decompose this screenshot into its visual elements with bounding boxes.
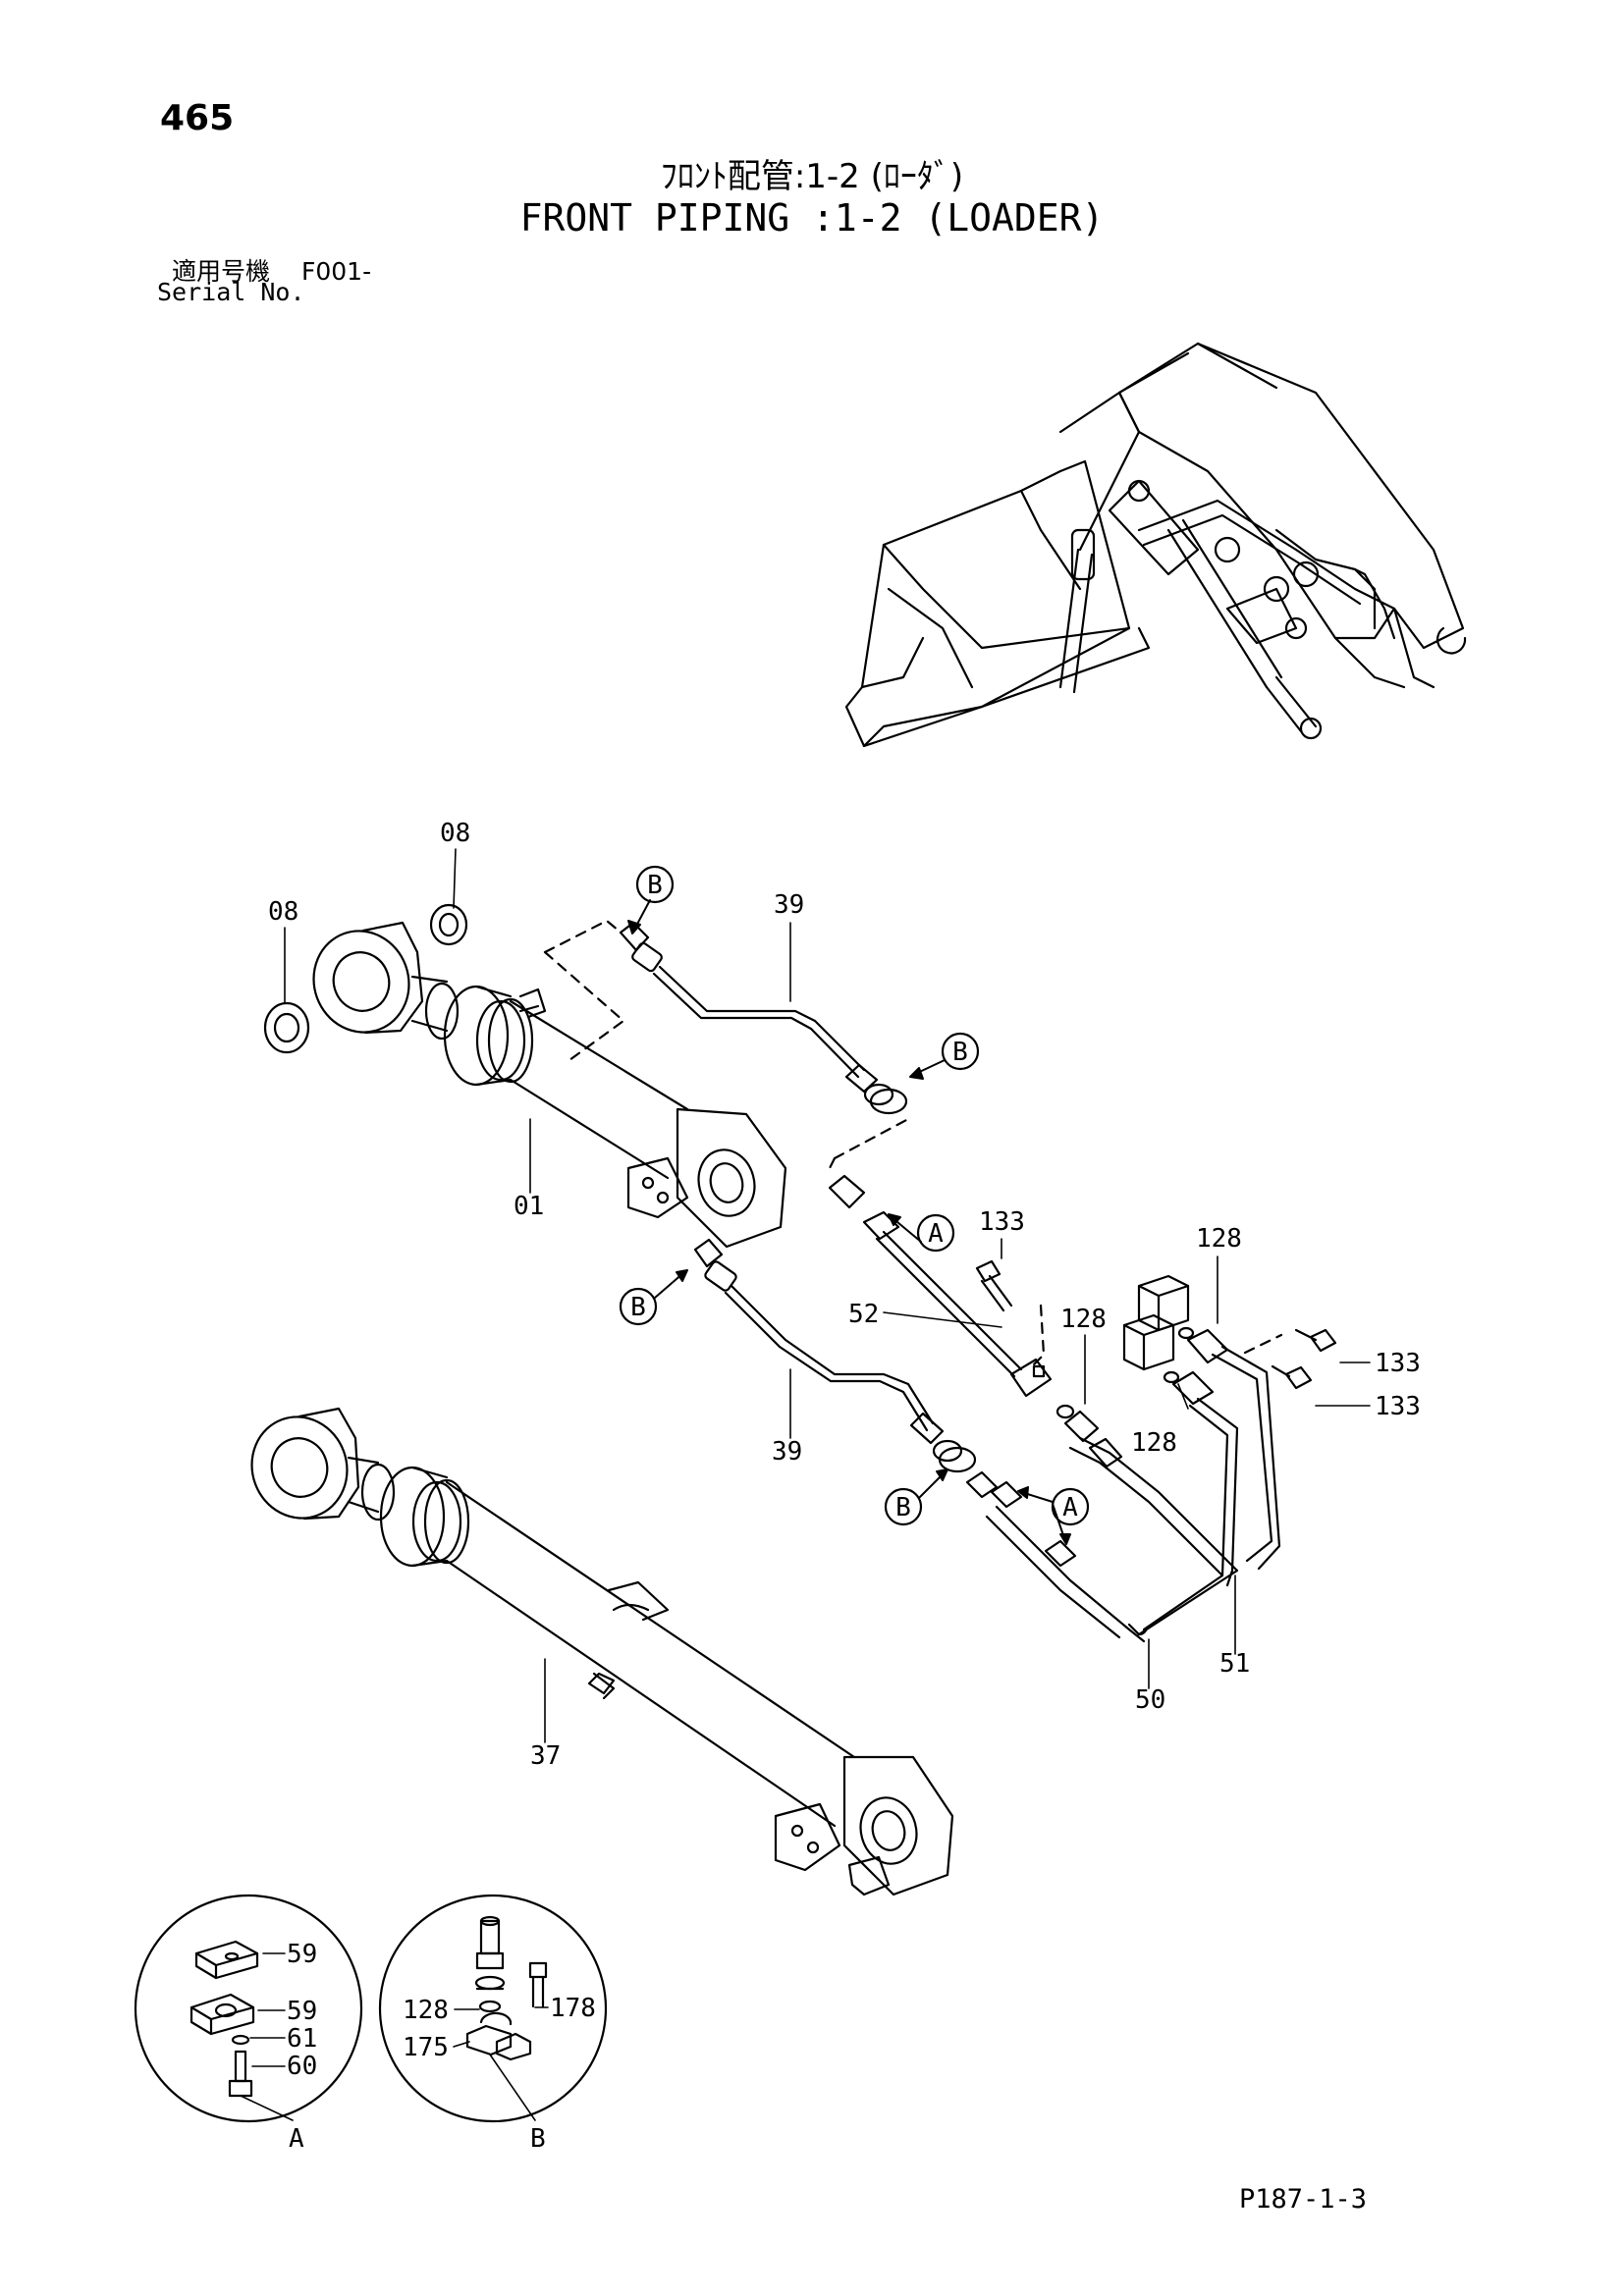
drawing-code: P187-1-3 bbox=[1239, 2184, 1368, 2215]
callout-leader-lines bbox=[240, 848, 1371, 2121]
marker-arrows bbox=[627, 899, 1071, 1545]
marker-a-2: A bbox=[1062, 1493, 1078, 1522]
callout-128-lower: 128 bbox=[1131, 1428, 1177, 1458]
detail-a-illustration bbox=[134, 1894, 363, 2123]
callout-133-right-upper: 133 bbox=[1375, 1349, 1421, 1378]
callout-175: 175 bbox=[403, 2033, 449, 2062]
loader-overview-illustration bbox=[844, 342, 1467, 748]
callout-52: 52 bbox=[848, 1300, 879, 1329]
callout-51: 51 bbox=[1219, 1649, 1250, 1679]
callout-61: 61 bbox=[287, 2024, 317, 2054]
callout-39-upper: 39 bbox=[774, 890, 804, 920]
callout-39-lower: 39 bbox=[772, 1437, 802, 1467]
seal-08-illustration bbox=[263, 903, 468, 1054]
pipe-39-upper-illustration bbox=[619, 921, 908, 1115]
callout-133-right-lower: 133 bbox=[1375, 1392, 1421, 1421]
marker-b-3: B bbox=[630, 1293, 646, 1322]
marker-a-1: A bbox=[928, 1219, 944, 1249]
pipe-52-illustration bbox=[828, 1174, 1053, 1398]
cylinder-01-illustration bbox=[312, 921, 787, 1249]
page-number: 465 bbox=[160, 98, 235, 138]
callout-08-left: 08 bbox=[268, 897, 298, 927]
detail-a-label: A bbox=[289, 2124, 304, 2154]
marker-b-1: B bbox=[647, 871, 663, 900]
serial-label-jp: 適用号機 bbox=[172, 257, 271, 286]
detail-b-label: B bbox=[530, 2124, 546, 2154]
callout-133-upper: 133 bbox=[979, 1207, 1025, 1237]
cylinder-37-illustration bbox=[250, 1407, 954, 1896]
callout-59-top: 59 bbox=[287, 1940, 317, 1969]
pipe-50-51-illustration bbox=[965, 1328, 1281, 1643]
pipe-39-lower-illustration bbox=[693, 1238, 977, 1473]
page-title-english: FRONT PIPING :1-2 (LOADER) bbox=[519, 196, 1105, 240]
callout-178: 178 bbox=[550, 1994, 596, 2023]
bolt-133-illustration bbox=[975, 1259, 1337, 1390]
detail-b-illustration bbox=[378, 1894, 608, 2123]
callout-128-detail: 128 bbox=[403, 1996, 449, 2025]
clamp-block-illustration bbox=[1056, 1274, 1195, 1419]
callout-60: 60 bbox=[287, 2052, 317, 2081]
marker-circles bbox=[619, 865, 1090, 1526]
serial-number-label-english: Serial No. bbox=[157, 278, 305, 306]
serial-number-label-japanese: 適用号機 F001- bbox=[172, 252, 371, 288]
callout-59-lower: 59 bbox=[287, 1997, 317, 2026]
callout-37: 37 bbox=[530, 1741, 561, 1771]
serial-value: F001- bbox=[300, 257, 372, 286]
callout-08-upper: 08 bbox=[440, 819, 470, 848]
callout-128-upper: 128 bbox=[1196, 1224, 1242, 1254]
callout-50: 50 bbox=[1135, 1685, 1165, 1715]
callout-128-middle: 128 bbox=[1060, 1305, 1107, 1334]
page-title-japanese: ﾌﾛﾝﾄ配管:1-2 (ﾛｰﾀﾞ) bbox=[660, 157, 964, 196]
marker-b-4: B bbox=[895, 1493, 911, 1522]
marker-b-2: B bbox=[952, 1038, 968, 1067]
callout-01: 01 bbox=[514, 1192, 544, 1221]
